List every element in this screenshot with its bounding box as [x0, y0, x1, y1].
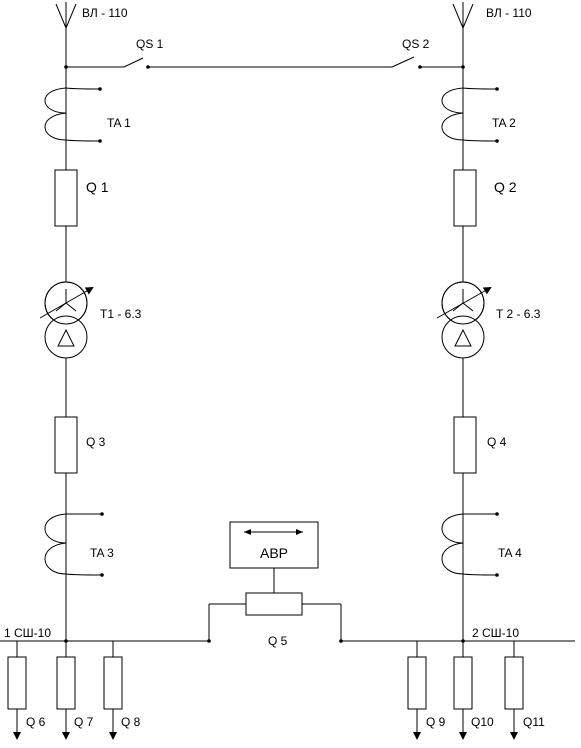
q7-label: Q 7 — [74, 715, 94, 729]
q1-label: Q 1 — [86, 179, 109, 195]
q3-breaker — [54, 416, 78, 474]
ta2-current-transformer — [441, 87, 499, 143]
q3-label: Q 3 — [86, 435, 106, 449]
busbar-1-label: 1 СШ-10 — [4, 626, 51, 640]
qs2-disconnector — [391, 56, 465, 69]
q11-label: Q11 — [523, 715, 545, 729]
ta3-current-transformer — [44, 512, 104, 577]
qs1-label: QS 1 — [136, 37, 164, 51]
avr-label: АВР — [260, 545, 288, 561]
t1-label: T1 - 6.3 — [100, 307, 142, 321]
q6-label: Q 6 — [26, 715, 46, 729]
q1-breaker — [54, 169, 78, 227]
q2-breaker — [453, 169, 477, 227]
q9-feeder — [407, 641, 427, 740]
left-line-label: ВЛ - 110 — [82, 6, 128, 20]
q6-feeder — [7, 641, 27, 740]
q4-breaker — [453, 416, 477, 474]
q9-label: Q 9 — [426, 715, 446, 729]
ta3-label: TA 3 — [90, 546, 114, 560]
q5-label: Q 5 — [268, 634, 288, 648]
ta1-label: TA 1 — [107, 116, 131, 130]
ta2-label: TA 2 — [492, 116, 516, 130]
ta4-label: TA 4 — [498, 546, 522, 560]
q4-label: Q 4 — [487, 435, 507, 449]
q10-label: Q10 — [471, 715, 494, 729]
ta1-current-transformer — [44, 87, 102, 143]
qs2-label: QS 2 — [402, 37, 430, 51]
t2-label: T 2 - 6.3 — [496, 307, 541, 321]
q8-label: Q 8 — [121, 715, 141, 729]
t1-transformer — [39, 281, 94, 359]
q8-feeder — [103, 641, 123, 740]
t2-transformer — [436, 281, 492, 359]
q7-feeder — [56, 641, 76, 740]
q11-feeder — [504, 641, 524, 740]
busbar-2-label: 2 СШ-10 — [472, 626, 519, 640]
qs1-disconnector — [64, 57, 150, 69]
right-line-antenna — [452, 2, 474, 29]
left-line-antenna — [55, 2, 77, 29]
ta4-current-transformer — [441, 512, 499, 577]
q10-feeder — [453, 641, 473, 740]
right-line-label: ВЛ - 110 — [486, 6, 532, 20]
q5-sectional-breaker — [207, 592, 343, 643]
q2-label: Q 2 — [494, 179, 517, 195]
